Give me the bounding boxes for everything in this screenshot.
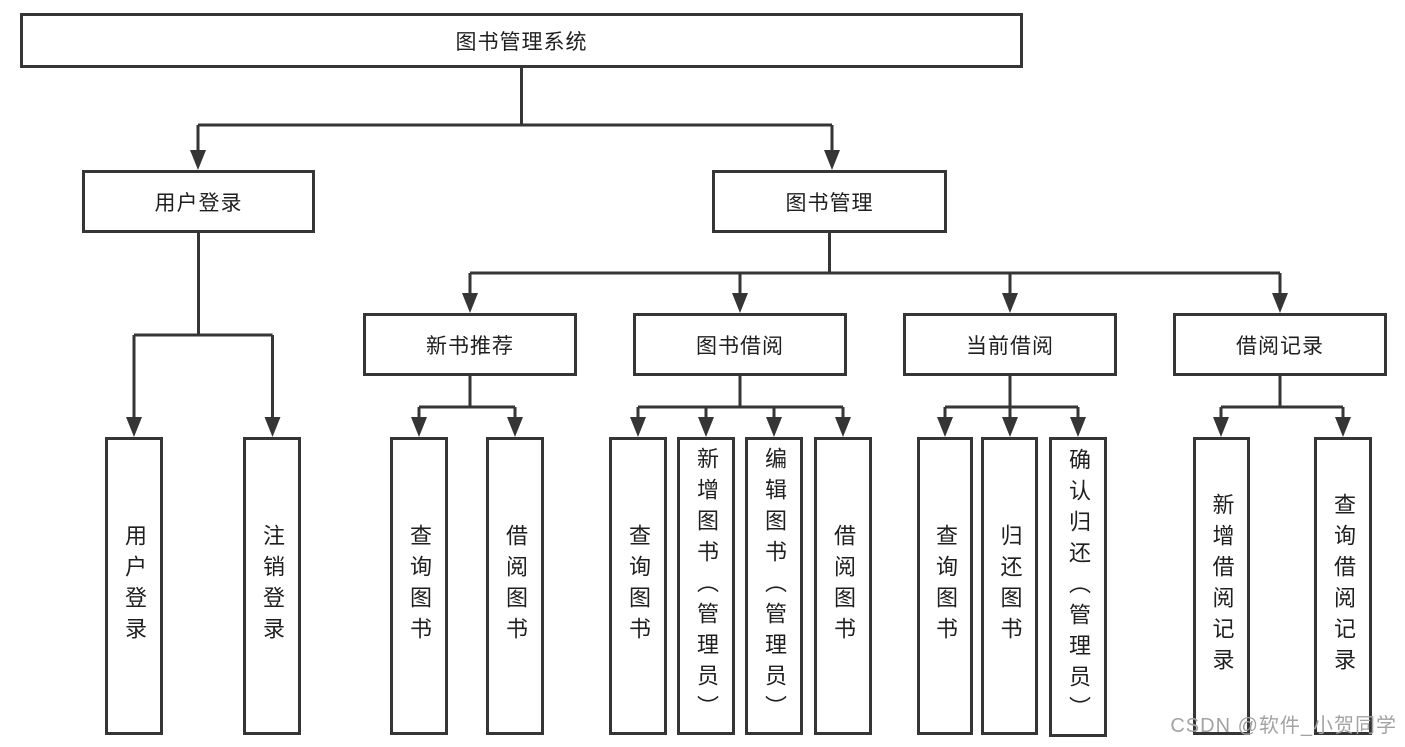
- connector-borrow-group: [630, 376, 851, 437]
- arrow-down-icon: [824, 150, 840, 170]
- leaf-query-books-recommend: 查询图书: [390, 437, 448, 735]
- arrow-down-icon: [1272, 293, 1288, 313]
- arrow-down-icon: [630, 417, 646, 437]
- connector-records-group: [1213, 376, 1351, 437]
- node-borrow-records: 借阅记录: [1173, 313, 1387, 376]
- node-label: 图书管理: [785, 191, 874, 215]
- leaf-query-books-borrow: 查询图书: [609, 437, 667, 735]
- node-label: 编辑图书（管理员）: [762, 446, 787, 726]
- leaf-edit-books-admin: 编辑图书（管理员）: [745, 437, 803, 735]
- leaf-user-login: 用户登录: [105, 437, 163, 735]
- node-current-borrow: 当前借阅: [903, 313, 1117, 376]
- arrow-down-icon: [937, 417, 953, 437]
- node-label: 归还图书: [997, 524, 1023, 648]
- node-root-system: 图书管理系统: [20, 13, 1023, 68]
- arrow-down-icon: [264, 417, 281, 437]
- node-book-management-branch: 图书管理: [712, 170, 947, 233]
- leaf-logout: 注销登录: [243, 437, 301, 735]
- connector-current-group: [937, 376, 1086, 437]
- node-label: 借阅记录: [1236, 334, 1324, 358]
- watermark: CSDN @软件_小贺同学: [1170, 715, 1397, 737]
- arrow-down-icon: [1335, 417, 1351, 437]
- node-label: 查询借阅记录: [1331, 493, 1356, 679]
- arrow-down-icon: [835, 417, 851, 437]
- node-user-login-branch: 用户登录: [82, 170, 315, 233]
- node-label: 图书管理系统: [455, 30, 588, 54]
- node-label: 图书借阅: [696, 334, 784, 358]
- leaf-add-books-admin: 新增图书（管理员）: [677, 437, 735, 735]
- arrow-down-icon: [732, 293, 748, 313]
- arrow-down-icon: [1002, 417, 1018, 437]
- node-label: 新书推荐: [426, 334, 514, 358]
- leaf-borrow-books: 借阅图书: [814, 437, 872, 735]
- arrow-down-icon: [507, 417, 523, 437]
- leaf-borrow-books-recommend: 借阅图书: [486, 437, 544, 735]
- node-book-borrow: 图书借阅: [633, 313, 847, 376]
- node-label: 借阅图书: [503, 524, 528, 648]
- arrow-down-icon: [190, 150, 206, 170]
- node-label: 新增图书（管理员）: [694, 446, 719, 726]
- leaf-confirm-return-admin: 确认归还（管理员）: [1049, 437, 1107, 737]
- arrow-down-icon: [1070, 417, 1086, 437]
- leaf-query-books-current: 查询图书: [917, 437, 973, 735]
- node-label: 用户登录: [122, 524, 147, 648]
- node-label: 当前借阅: [966, 334, 1054, 358]
- arrow-down-icon: [1002, 293, 1018, 313]
- arrow-down-icon: [411, 417, 427, 437]
- leaf-add-borrow-record: 新增借阅记录: [1193, 437, 1250, 735]
- node-label: 查询图书: [933, 524, 958, 648]
- node-label: 用户登录: [154, 191, 243, 215]
- arrow-down-icon: [698, 417, 714, 437]
- node-new-book-recommend: 新书推荐: [363, 313, 577, 376]
- arrow-down-icon: [126, 417, 142, 437]
- leaf-query-borrow-record: 查询借阅记录: [1314, 437, 1372, 735]
- leaf-return-books: 归还图书: [981, 437, 1038, 735]
- node-label: 借阅图书: [831, 524, 856, 648]
- node-label: 确认归还（管理员）: [1066, 447, 1091, 727]
- arrow-down-icon: [462, 293, 478, 313]
- node-label: 查询图书: [407, 524, 432, 648]
- connector-book-branch: [462, 233, 1288, 313]
- connector-root-to-level2: [190, 68, 840, 170]
- node-label: 查询图书: [626, 524, 651, 648]
- arrow-down-icon: [1213, 417, 1229, 437]
- node-label: 注销登录: [260, 524, 285, 648]
- connector-new-book-group: [411, 376, 523, 437]
- node-label: 新增借阅记录: [1209, 493, 1235, 679]
- connector-user-branch: [126, 233, 281, 437]
- arrow-down-icon: [766, 417, 782, 437]
